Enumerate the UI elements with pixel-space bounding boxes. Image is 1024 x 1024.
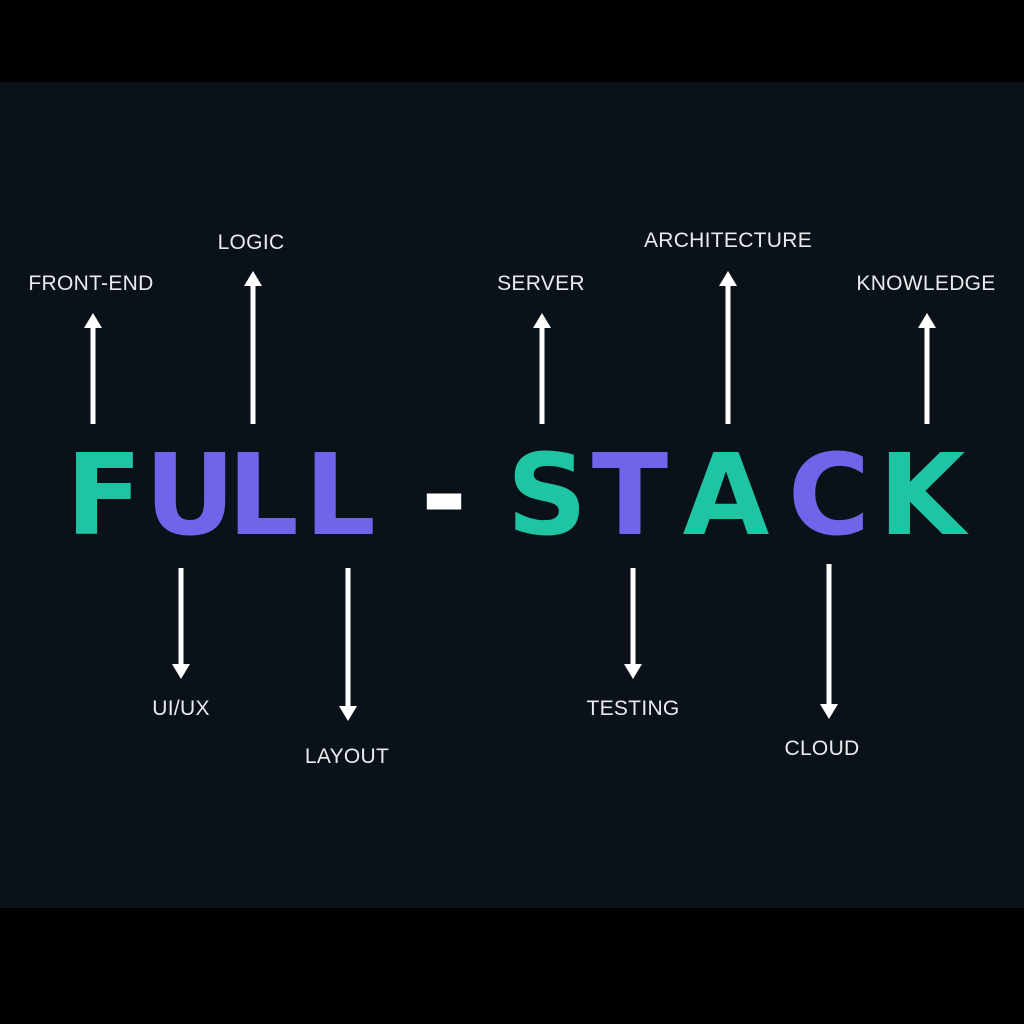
letter-a: A (682, 431, 770, 561)
label-logic: LOGIC (217, 231, 285, 254)
letter-u: U (144, 431, 236, 561)
letter-l-2: L (304, 431, 376, 561)
headline-full-stack: F U L L - S T A C K (0, 436, 1024, 556)
letter-l-1: L (227, 431, 299, 561)
label-front-end: FRONT-END (28, 272, 154, 295)
label-server: SERVER (497, 272, 585, 295)
label-testing: TESTING (586, 697, 680, 720)
hyphen: - (420, 431, 468, 561)
background-panel (0, 82, 1024, 908)
label-architecture: ARCHITECTURE (643, 229, 813, 252)
label-cloud: CLOUD (784, 737, 860, 760)
label-knowledge: KNOWLEDGE (856, 272, 996, 295)
letter-f: F (65, 431, 143, 561)
letter-s: S (506, 431, 588, 561)
letter-t: T (591, 431, 669, 561)
label-ui-ux: UI/UX (152, 697, 210, 720)
label-layout: LAYOUT (304, 745, 390, 768)
letter-k: K (878, 431, 966, 561)
letter-c: C (787, 431, 871, 561)
